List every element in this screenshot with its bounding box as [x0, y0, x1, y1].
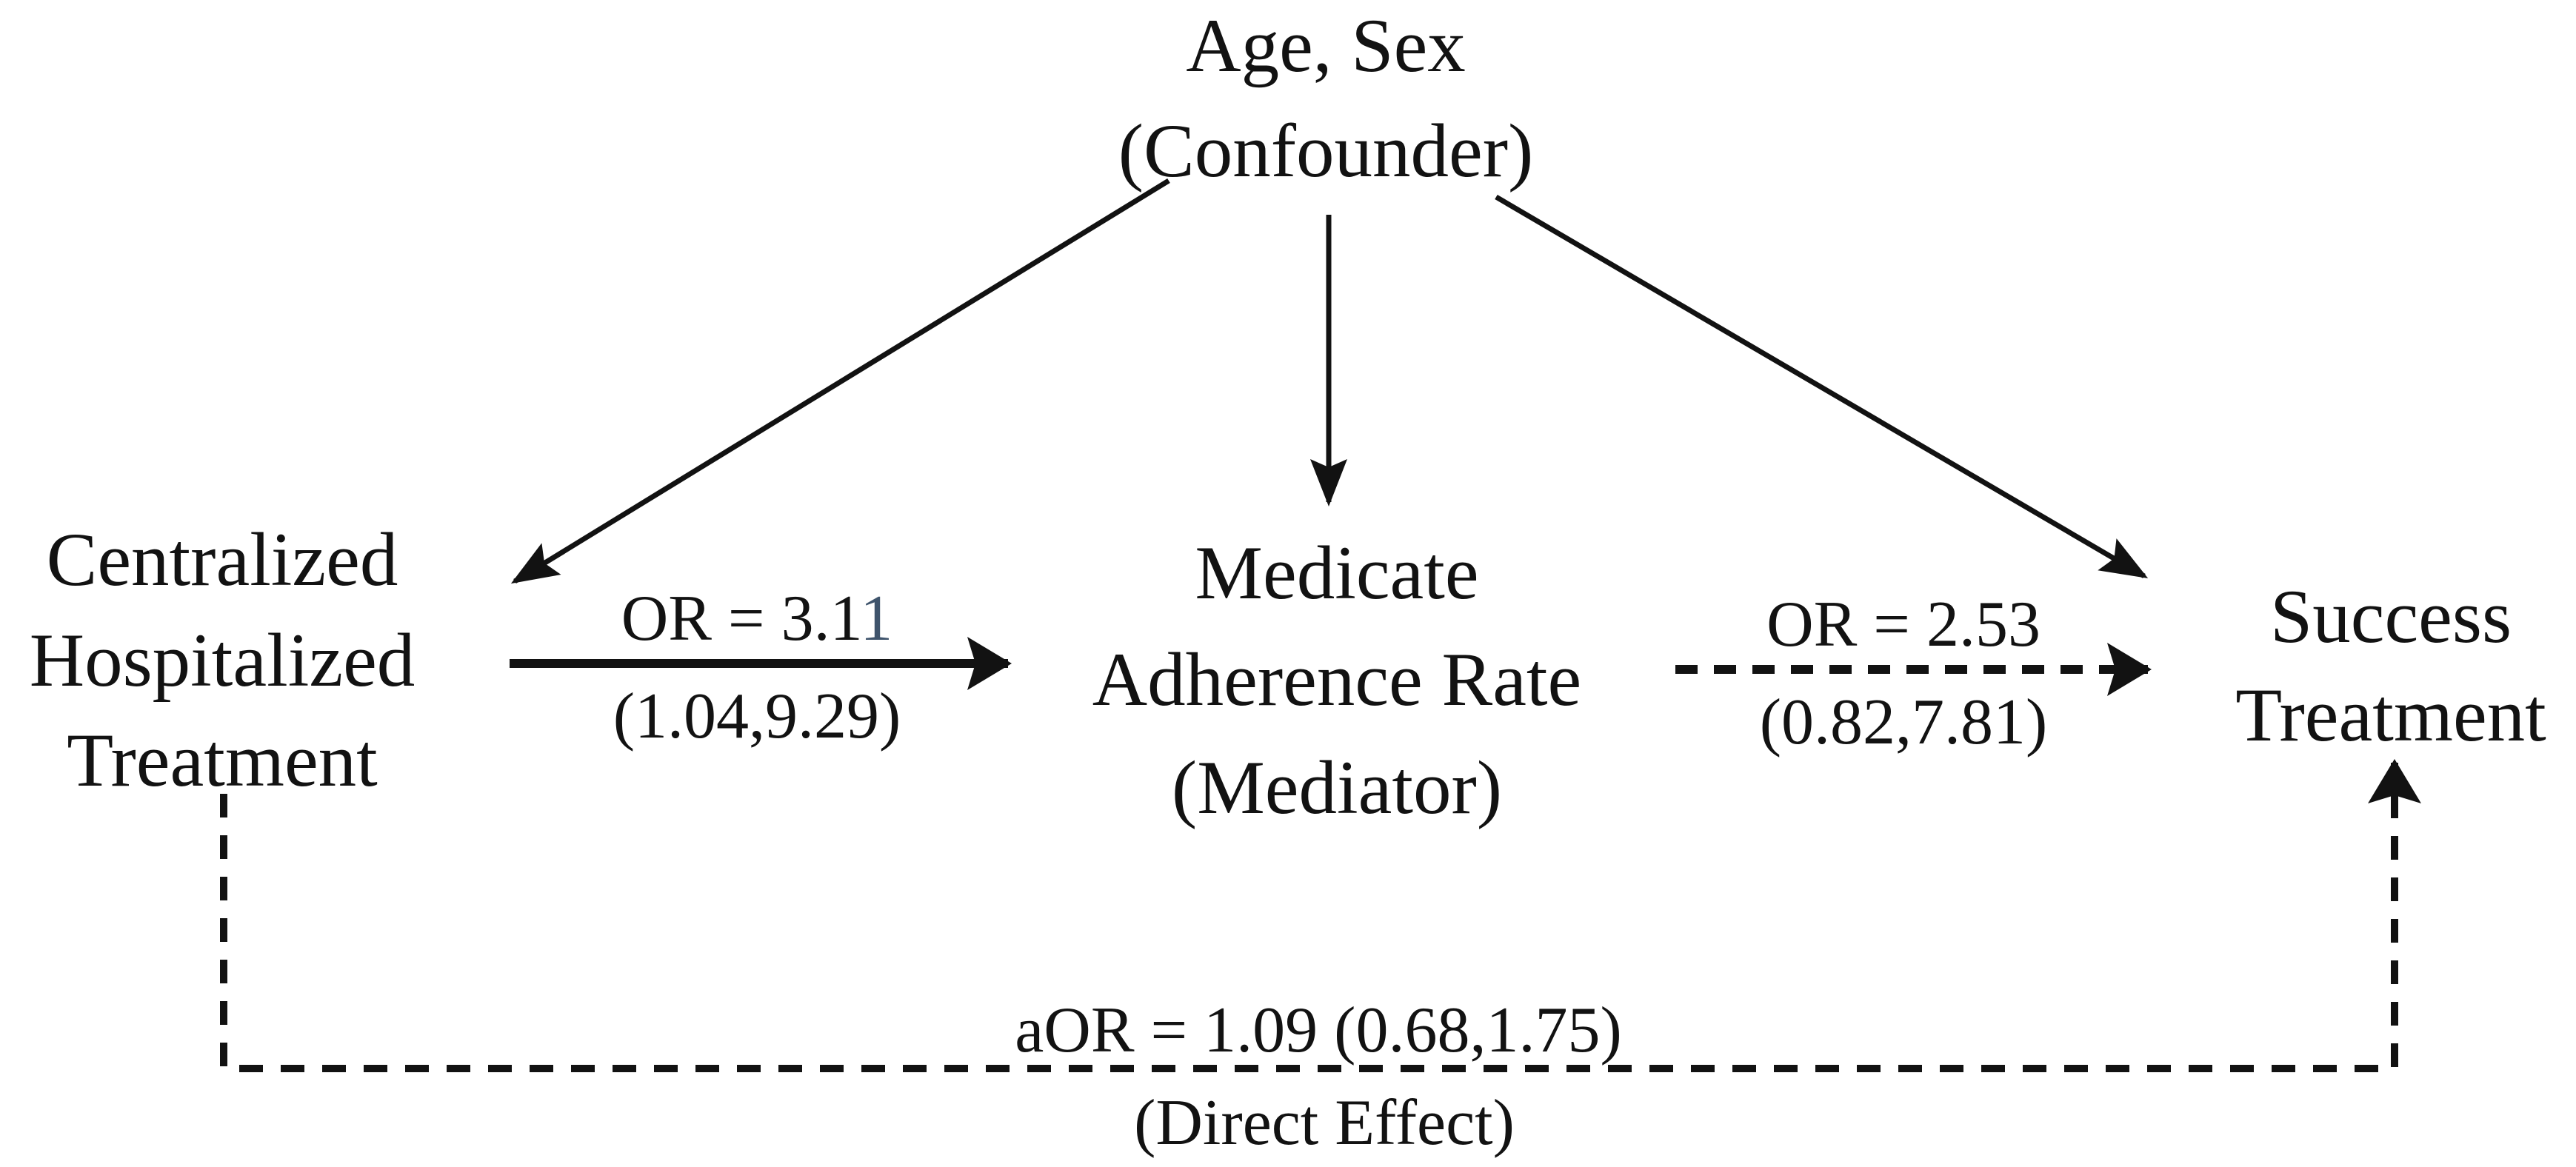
node-exposure: Centralized Hospitalized Treatment: [30, 518, 416, 803]
arrow-confounder-to-outcome: [1495, 194, 2149, 579]
node-confounder: Age, Sex (Confounder): [1118, 4, 1534, 193]
or-value-main: OR = 3.1: [621, 583, 861, 655]
mediator-label-line3: (Mediator): [1172, 746, 1502, 830]
mediator-outcome-ci-label: (0.82,7.81): [1760, 686, 2048, 758]
arrow-confounder-to-exposure: [510, 178, 1170, 584]
exposure-label-line3: Treatment: [67, 718, 378, 803]
edge-direct-effect: aOR = 1.09 (0.68,1.75) (Direct Effect): [220, 759, 2421, 1159]
direct-effect-sublabel: (Direct Effect): [1134, 1087, 1515, 1159]
arrow-direct-effect: [220, 759, 2421, 1072]
mediator-label-line2: Adherence Rate: [1092, 638, 1582, 722]
confounder-label-line1: Age, Sex: [1186, 4, 1466, 88]
outcome-label-line1: Success: [2270, 575, 2512, 659]
node-mediator: Medicate Adherence Rate (Mediator): [1092, 531, 1582, 830]
edge-exposure-to-mediator: OR = 3.11 (1.04,9.29): [510, 583, 1012, 752]
or-value-accent-digit: 1: [860, 583, 892, 655]
mediator-outcome-or-label: OR = 2.53: [1766, 589, 2041, 661]
node-outcome: Success Treatment: [2235, 575, 2546, 758]
exposure-label-line1: Centralized: [47, 518, 398, 602]
exposure-mediator-or-label: OR = 3.11: [621, 583, 893, 655]
exposure-mediator-ci-label: (1.04,9.29): [613, 681, 901, 752]
direct-effect-aor-label: aOR = 1.09 (0.68,1.75): [1015, 994, 1622, 1066]
outcome-label-line2: Treatment: [2235, 673, 2546, 758]
edge-mediator-to-outcome: OR = 2.53 (0.82,7.81): [1675, 589, 2152, 758]
confounder-label-line2: (Confounder): [1118, 109, 1534, 193]
exposure-label-line2: Hospitalized: [30, 618, 416, 703]
mediator-label-line1: Medicate: [1195, 531, 1478, 615]
